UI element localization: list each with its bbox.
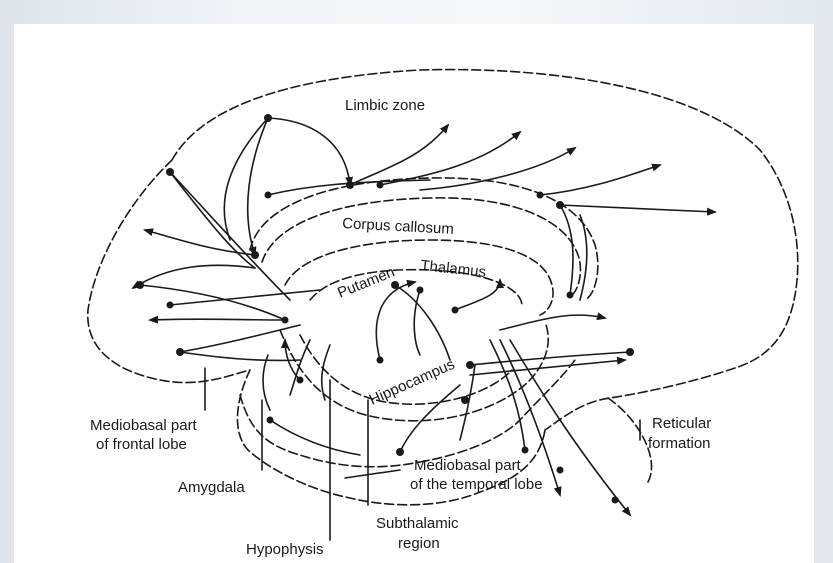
label-hypophysis: Hypophysis xyxy=(246,541,324,558)
label-mediobasal-temporal-line1: Mediobasal part xyxy=(414,457,522,474)
corpus-callosum-inner xyxy=(262,198,580,295)
label-thalamus: Thalamus xyxy=(420,257,487,281)
label-reticular-line1: Reticular xyxy=(652,415,711,432)
label-mediobasal-temporal-line2: of the temporal lobe xyxy=(410,476,543,493)
label-reticular-line2: formation xyxy=(648,435,711,452)
label-limbic-zone: Limbic zone xyxy=(345,97,425,114)
label-subthalamic-line1: Subthalamic xyxy=(376,515,459,532)
label-subthalamic-line2: region xyxy=(398,535,440,552)
label-mediobasal-frontal-line2: of frontal lobe xyxy=(96,436,187,453)
thalamus-ring xyxy=(285,240,553,315)
fiber-nodes xyxy=(136,114,634,504)
label-corpus-callosum: Corpus callosum xyxy=(342,215,454,238)
label-mediobasal-frontal-line1: Mediobasal part xyxy=(90,417,198,434)
corpus-callosum-outer xyxy=(250,178,598,300)
label-amygdala: Amygdala xyxy=(178,479,245,496)
